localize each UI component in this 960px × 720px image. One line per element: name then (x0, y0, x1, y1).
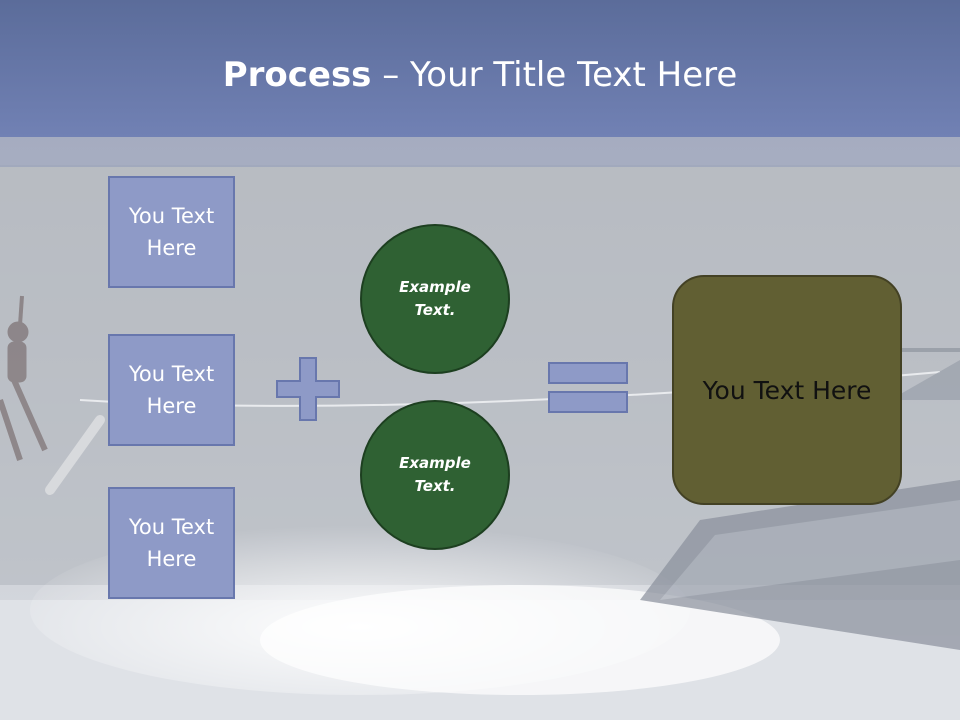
title-bar (0, 0, 960, 137)
result-box[interactable]: You Text Here (672, 275, 902, 505)
title-bold: Process (222, 55, 372, 95)
result-box-label: You Text Here (702, 375, 872, 405)
text-box-3-label: You Text Here (128, 515, 215, 571)
plus-icon (276, 357, 340, 421)
text-box-2[interactable]: You Text Here (108, 334, 235, 446)
circle-2[interactable]: Example Text. (360, 400, 510, 550)
title-strip (0, 137, 960, 167)
text-box-1[interactable]: You Text Here (108, 176, 235, 288)
circle-2-label: Example Text. (399, 454, 471, 495)
equals-icon (548, 362, 628, 413)
page-title: Process – Your Title Text Here (0, 52, 960, 98)
circle-1[interactable]: Example Text. (360, 224, 510, 374)
text-box-1-label: You Text Here (128, 204, 215, 260)
circle-1-label: Example Text. (399, 278, 471, 319)
text-box-3[interactable]: You Text Here (108, 487, 235, 599)
text-box-2-label: You Text Here (128, 362, 215, 418)
title-rest: – Your Title Text Here (371, 55, 738, 95)
